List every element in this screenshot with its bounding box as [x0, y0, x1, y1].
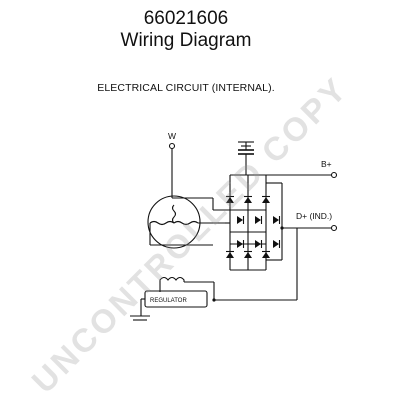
field-coil — [159, 276, 297, 302]
terminal-w: W — [168, 131, 213, 199]
sheet-title: Wiring Diagram — [120, 30, 252, 51]
terminal-w-label: W — [168, 131, 176, 141]
terminal-d-plus: D+ (IND.) — [296, 211, 338, 232]
terminal-b-plus: B+ — [321, 159, 338, 179]
part-number: 66021606 — [143, 8, 229, 29]
regulator: REGULATOR — [130, 290, 208, 321]
rectifier-bridge — [225, 174, 332, 300]
regulator-label: REGULATOR — [150, 298, 187, 304]
capacitor — [238, 141, 254, 175]
terminal-d-plus-label: D+ (IND.) — [296, 211, 332, 221]
terminal-b-plus-label: B+ — [321, 159, 332, 169]
circuit-subtitle: ELECTRICAL CIRCUIT (INTERNAL). — [97, 82, 275, 94]
title-block: 66021606 Wiring Diagram — [0, 8, 372, 52]
stator-windings — [147, 195, 230, 249]
